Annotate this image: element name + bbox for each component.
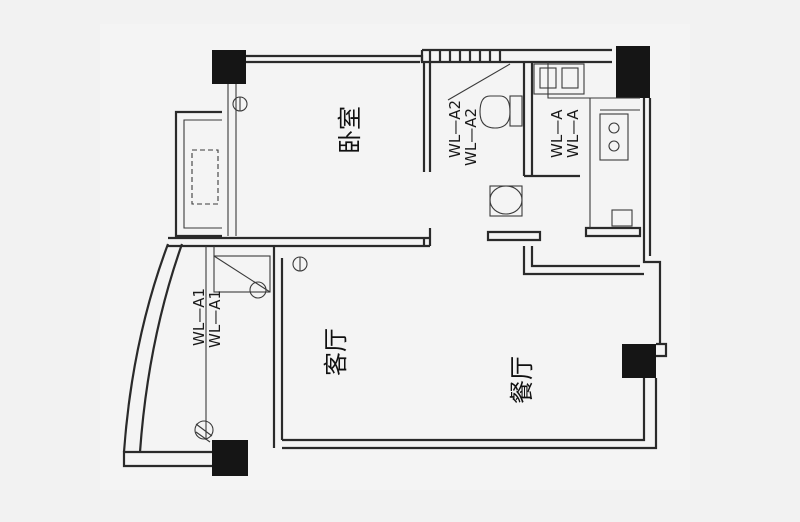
kitchen-fixtures [533, 63, 633, 227]
balcony-fixtures [194, 246, 271, 443]
bathroom-fixtures [447, 63, 523, 217]
wl-label-bath-1: WL—A2 [446, 100, 464, 158]
room-label-living: 客厅 [322, 328, 350, 376]
paper-sheet [100, 24, 690, 490]
column-mid-right [622, 344, 656, 378]
exterior-walls [122, 48, 668, 468]
room-label-dining: 餐厅 [508, 356, 536, 404]
room-label-bedroom: 卧室 [336, 106, 364, 154]
wl-label-kitchen-2: WL—A [564, 109, 582, 158]
wl-label-bath-2: WL—A2 [462, 108, 480, 166]
column-top-left [212, 50, 246, 84]
wl-label-balcony-1: WL—A1 [190, 288, 208, 346]
marker-circles [232, 96, 308, 272]
curved-balcony-wall [122, 243, 184, 453]
column-top-right [616, 46, 650, 98]
wl-label-balcony-2: WL—A1 [206, 290, 224, 348]
column-bottom-left [212, 440, 248, 476]
interior-walls [168, 62, 644, 448]
wl-label-kitchen-1: WL—A [548, 109, 566, 158]
